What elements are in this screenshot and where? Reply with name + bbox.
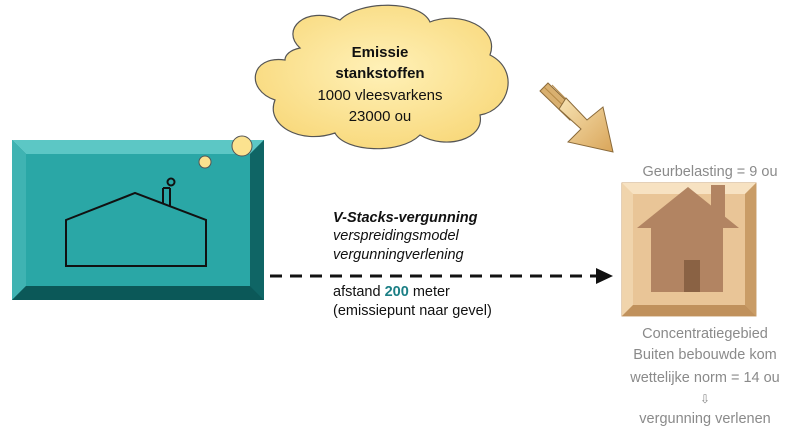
cloud-title-line1: Emissie [351,44,409,61]
vstacks-permit: vergunningverlening [333,247,464,263]
conclusion-norm: wettelijke norm = 14 ou [630,370,780,386]
barn-icon [65,177,207,267]
cloud-title-line2: stankstoffen [335,65,425,82]
vstacks-emission-point: (emissiepunt naar gevel) [333,303,492,319]
conclusion-decision: vergunning verlenen [639,411,771,427]
farm-box [12,140,264,300]
emission-arrow [539,82,614,153]
vstacks-title: V-Stacks-vergunning [333,210,478,226]
thought-bubbles [198,135,253,169]
distance-suffix: meter [408,284,450,300]
down-arrow-icon: ⇩ [699,392,711,406]
distance-prefix: afstand [333,284,385,300]
distance-value: 200 [384,284,409,300]
cloud-livestock: 1000 vleesvarkens [317,87,443,104]
distance-arrow [270,268,613,284]
conclusion-area: Concentratiegebied [642,326,768,342]
cloud-emission-value: 23000 ou [348,108,412,125]
odor-load-label: Geurbelasting = 9 ou [642,164,778,180]
emission-cloud [254,4,509,150]
vstacks-model: verspreidingsmodel [333,228,459,244]
conclusion-location: Buiten bebouwde kom [633,347,777,363]
house-icon [637,185,739,292]
vstacks-distance: afstand 200 meter [333,283,450,301]
